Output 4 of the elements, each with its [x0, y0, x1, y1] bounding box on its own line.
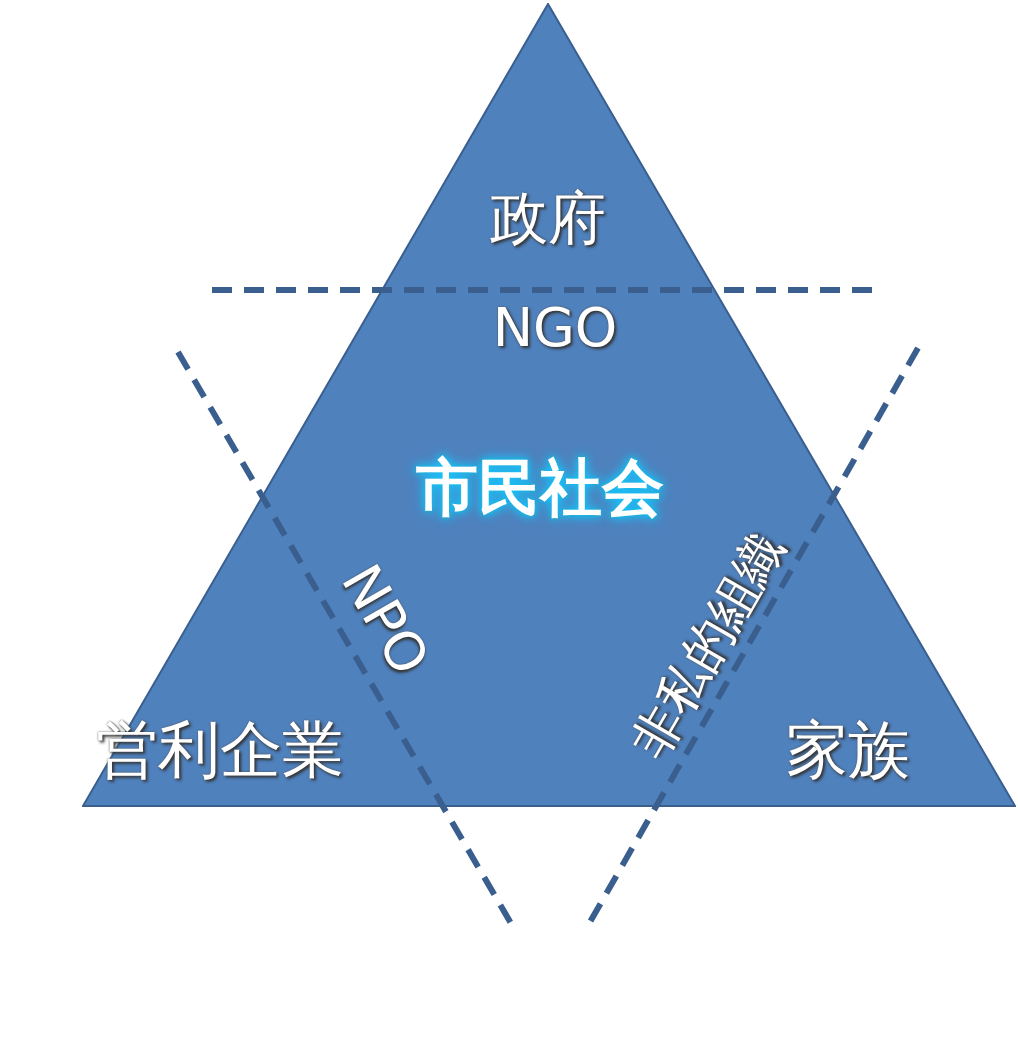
sector-label: 家族: [786, 719, 910, 781]
sector-label: 政府: [490, 189, 606, 247]
sector-label: NGO: [492, 301, 618, 355]
center-label: 市民社会: [416, 457, 664, 519]
